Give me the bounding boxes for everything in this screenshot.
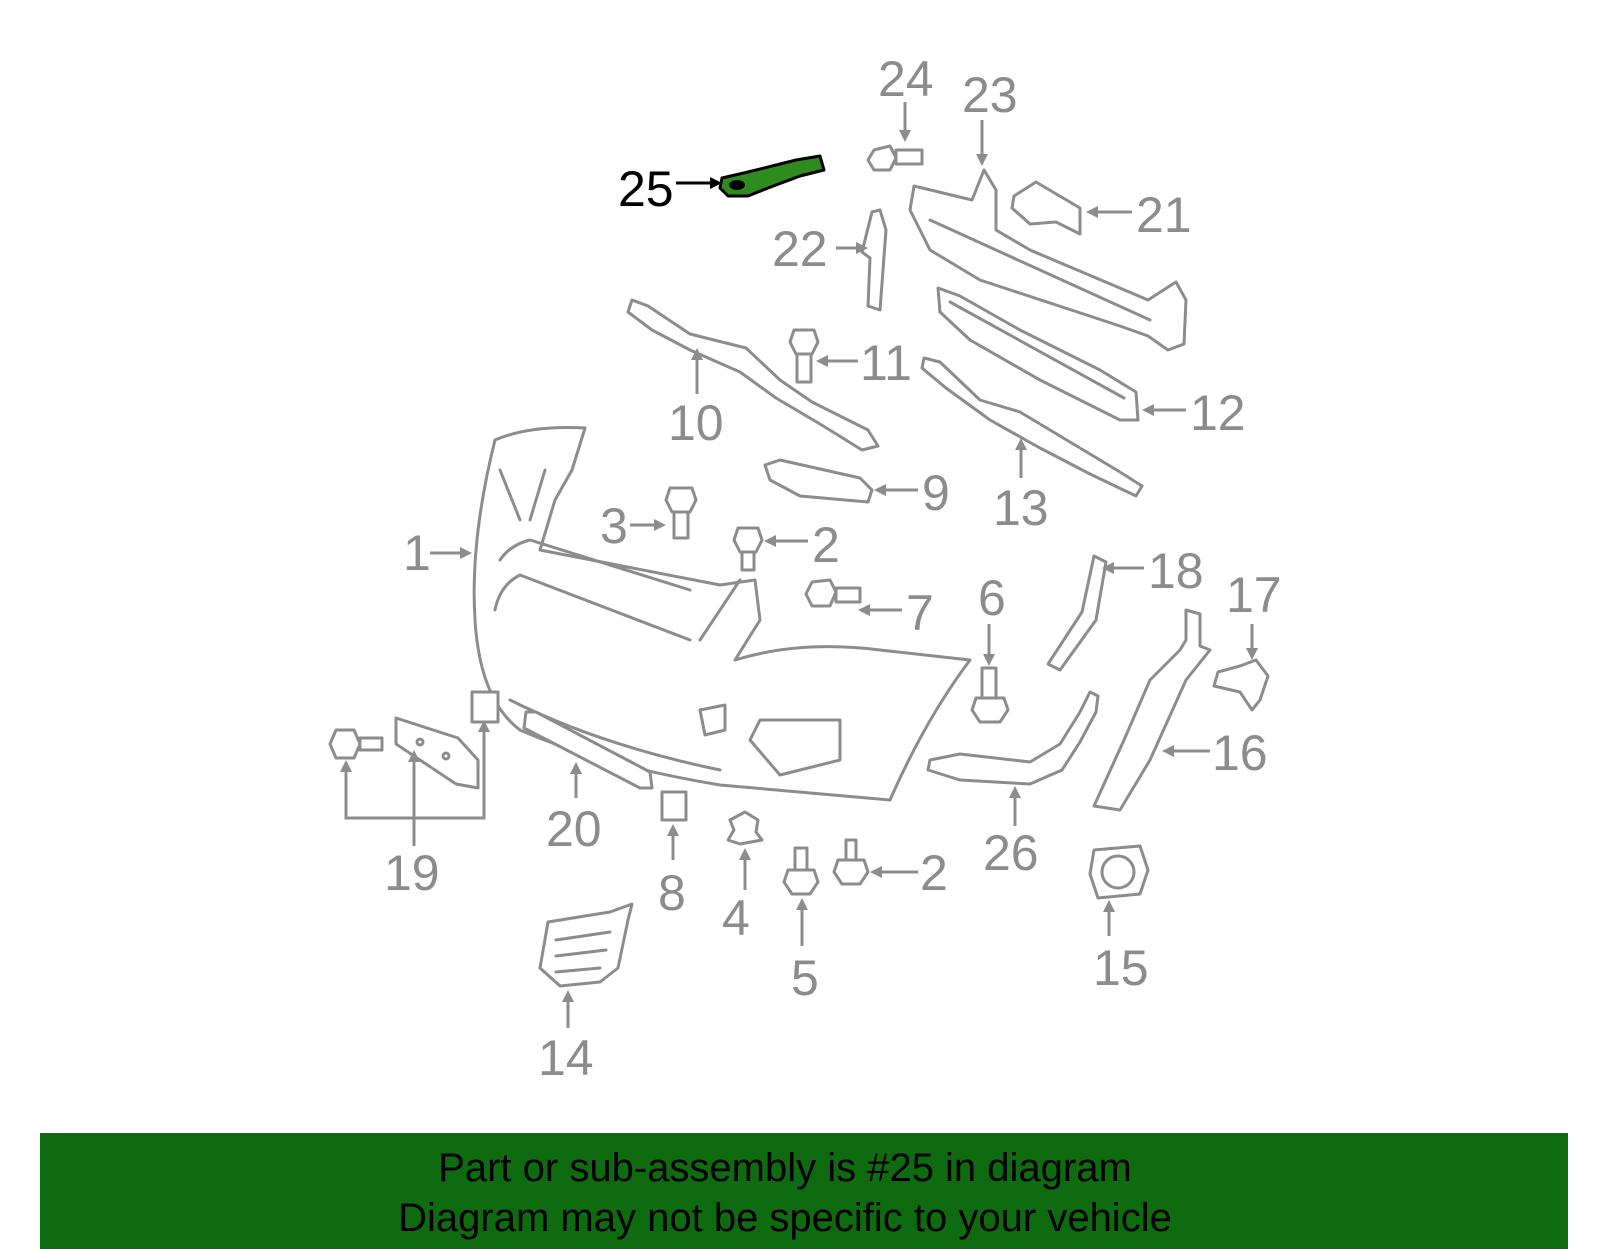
part-26-lower-molding[interactable] bbox=[926, 690, 1100, 786]
part-6-bolt[interactable] bbox=[970, 666, 1010, 724]
callout-11[interactable]: 11 bbox=[860, 335, 912, 391]
callout-18[interactable]: 18 bbox=[1148, 543, 1204, 599]
callout-1[interactable]: 1 bbox=[403, 525, 431, 581]
callout-17[interactable]: 17 bbox=[1226, 567, 1282, 623]
part-23-reinforcement[interactable] bbox=[908, 168, 1188, 352]
part-20-lower-strip[interactable] bbox=[522, 710, 654, 790]
part-16-fender-liner[interactable] bbox=[1092, 608, 1212, 812]
callout-21[interactable]: 21 bbox=[1136, 187, 1192, 243]
part-3-bolt[interactable] bbox=[664, 486, 698, 540]
callout-7[interactable]: 7 bbox=[906, 585, 934, 641]
callout-20[interactable]: 20 bbox=[546, 801, 602, 857]
part-19-license-bracket[interactable] bbox=[328, 690, 500, 790]
callout-22[interactable]: 22 bbox=[772, 221, 828, 277]
callout-5[interactable]: 5 bbox=[791, 950, 819, 1006]
callout-9[interactable]: 9 bbox=[922, 465, 950, 521]
callout-2-upper[interactable]: 2 bbox=[812, 517, 840, 573]
part-12-absorber[interactable] bbox=[936, 286, 1140, 422]
part-18-molding[interactable] bbox=[1046, 554, 1108, 672]
part-5-screw[interactable] bbox=[782, 846, 820, 896]
part-11-bolt[interactable] bbox=[788, 328, 820, 384]
part-4-clip[interactable] bbox=[726, 810, 764, 846]
info-banner: Part or sub-assembly is #25 in diagram D… bbox=[40, 1133, 1568, 1249]
part-17-clip[interactable] bbox=[1212, 658, 1270, 712]
part-24-bolt[interactable] bbox=[866, 144, 924, 172]
callout-10[interactable]: 10 bbox=[668, 395, 724, 451]
part-25-tow-hook[interactable] bbox=[718, 154, 826, 198]
callout-13[interactable]: 13 bbox=[993, 480, 1049, 536]
part-22-stay[interactable] bbox=[860, 208, 888, 312]
banner-line-2: Diagram may not be specific to your vehi… bbox=[398, 1196, 1172, 1240]
callout-15[interactable]: 15 bbox=[1093, 940, 1149, 996]
callout-labels: 1 2 2 3 4 5 6 7 8 9 10 11 12 13 14 15 16… bbox=[384, 51, 1282, 1086]
part-15-fog-lamp[interactable] bbox=[1088, 844, 1150, 900]
part-9-bracket[interactable] bbox=[763, 458, 874, 504]
part-2-clip-upper[interactable] bbox=[732, 526, 764, 572]
callout-2-lower[interactable]: 2 bbox=[920, 845, 948, 901]
callout-14[interactable]: 14 bbox=[538, 1030, 594, 1086]
part-8-cap[interactable] bbox=[660, 790, 688, 822]
part-13-lower-support[interactable] bbox=[920, 356, 1144, 498]
part-21-bracket[interactable] bbox=[1010, 180, 1082, 236]
part-10-upper-support[interactable] bbox=[626, 298, 880, 452]
callout-26[interactable]: 26 bbox=[983, 825, 1039, 881]
callout-6[interactable]: 6 bbox=[978, 570, 1006, 626]
callout-3[interactable]: 3 bbox=[600, 498, 628, 554]
callout-25[interactable]: 25 bbox=[618, 161, 674, 217]
callout-4[interactable]: 4 bbox=[722, 890, 750, 946]
part-7-bolt[interactable] bbox=[804, 578, 862, 608]
callout-16[interactable]: 16 bbox=[1212, 725, 1268, 781]
callout-12[interactable]: 12 bbox=[1190, 385, 1246, 441]
part-1-bumper-cover[interactable] bbox=[472, 426, 972, 802]
part-2-clip-lower[interactable] bbox=[832, 838, 870, 886]
leader-lines bbox=[340, 102, 1258, 1028]
callout-19[interactable]: 19 bbox=[384, 845, 440, 901]
info-banner-text: Part or sub-assembly is #25 in diagram D… bbox=[40, 1143, 1530, 1243]
callout-24[interactable]: 24 bbox=[878, 51, 934, 107]
callout-8[interactable]: 8 bbox=[658, 865, 686, 921]
banner-line-1: Part or sub-assembly is #25 in diagram bbox=[438, 1146, 1132, 1190]
part-14-fog-bezel[interactable] bbox=[538, 902, 634, 988]
callout-23[interactable]: 23 bbox=[962, 67, 1018, 123]
